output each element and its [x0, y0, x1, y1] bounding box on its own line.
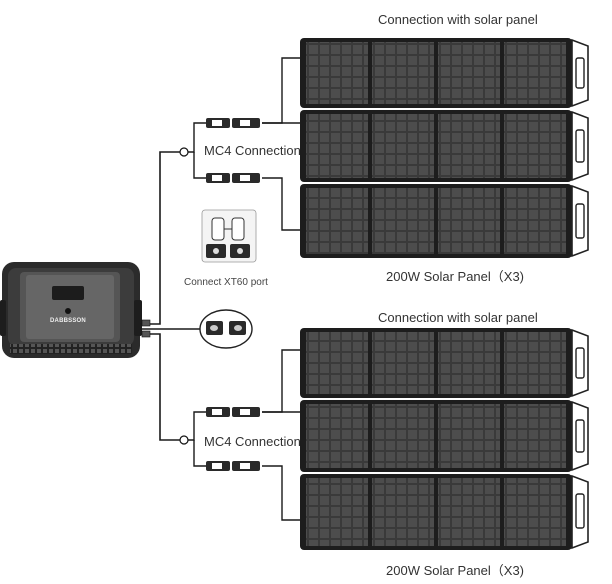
xt60-port-detail: [199, 309, 253, 349]
top-group-title: Connection with solar panel: [378, 12, 538, 27]
bottom-mc4-connection-label: MC4 Connection: [204, 434, 301, 449]
xt60-connector-icon: [201, 209, 257, 263]
power-station: [0, 262, 142, 358]
solar-panel-top-2: [300, 110, 589, 182]
solar-panel-bottom-1: [300, 328, 589, 398]
top-panel-label: 200W Solar Panel（X3): [386, 269, 525, 284]
xt60-cables: [140, 151, 205, 441]
bottom-group-title: Connection with solar panel: [378, 310, 538, 325]
bottom-mc4-connectors: [179, 407, 260, 471]
power-station-brand-logo: DABBSSON: [50, 318, 86, 324]
top-mc4-connection-label: MC4 Connection: [204, 143, 301, 158]
solar-panel-top-1: [300, 38, 589, 108]
bottom-panel-label: 200W Solar Panel（X3): [386, 563, 525, 578]
xt60-port-label: Connect XT60 port: [184, 277, 268, 288]
top-mc4-connectors: [179, 118, 260, 183]
solar-panel-top-3: [300, 184, 589, 258]
bottom-mc4-cables: [178, 349, 305, 521]
solar-panel-bottom-3: [300, 474, 589, 550]
solar-panel-bottom-2: [300, 400, 589, 472]
